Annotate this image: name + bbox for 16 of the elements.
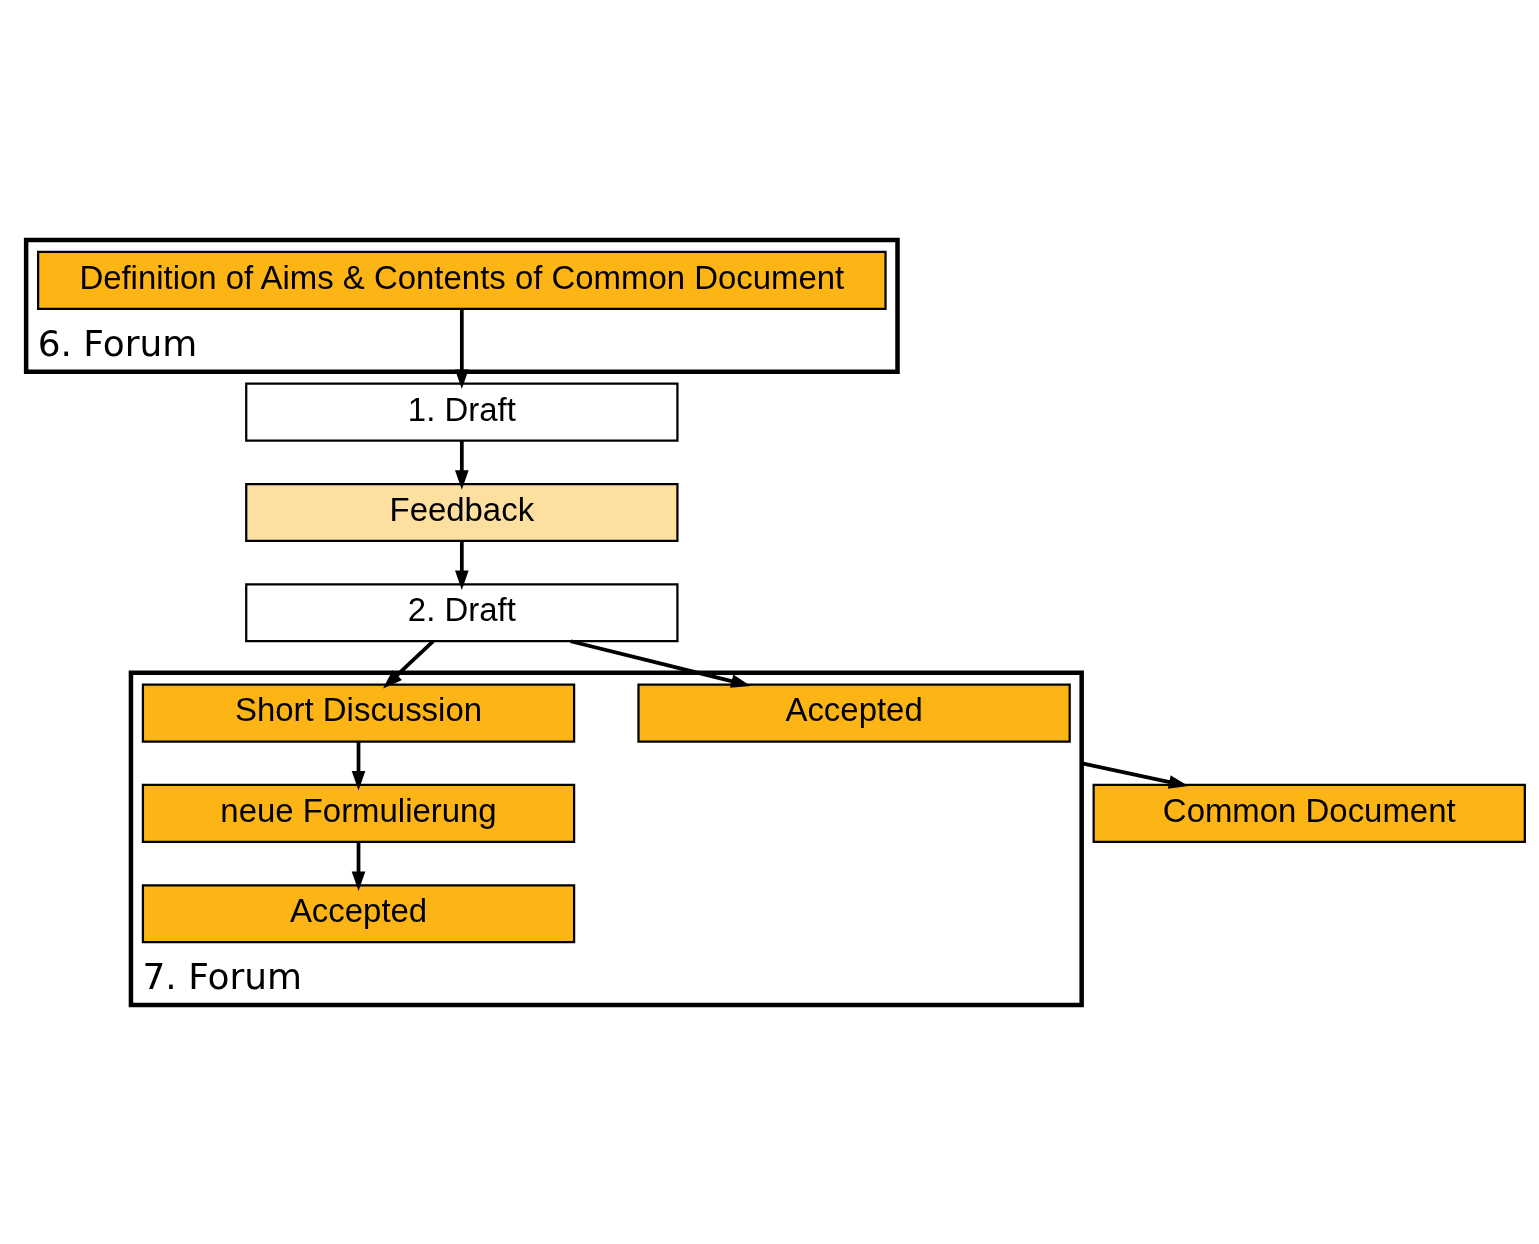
node-box: neue Formulierung <box>141 783 576 843</box>
node-box: 2. Draft <box>245 582 679 642</box>
arrow <box>383 639 435 688</box>
arrow <box>455 308 469 389</box>
node-box: Short Discussion <box>141 683 576 743</box>
node-box: 1. Draft <box>245 382 679 442</box>
node-box: Accepted <box>141 883 576 943</box>
node-box: Accepted <box>637 683 1071 743</box>
node-box: Common Document <box>1092 783 1526 843</box>
arrow <box>351 841 366 891</box>
arrow <box>455 440 469 490</box>
arrow <box>455 540 469 590</box>
node-box: Feedback <box>245 482 679 542</box>
node-box: Definition of Aims & Contents of Common Document <box>37 250 887 310</box>
arrow <box>351 741 366 791</box>
arrow <box>1081 760 1189 789</box>
